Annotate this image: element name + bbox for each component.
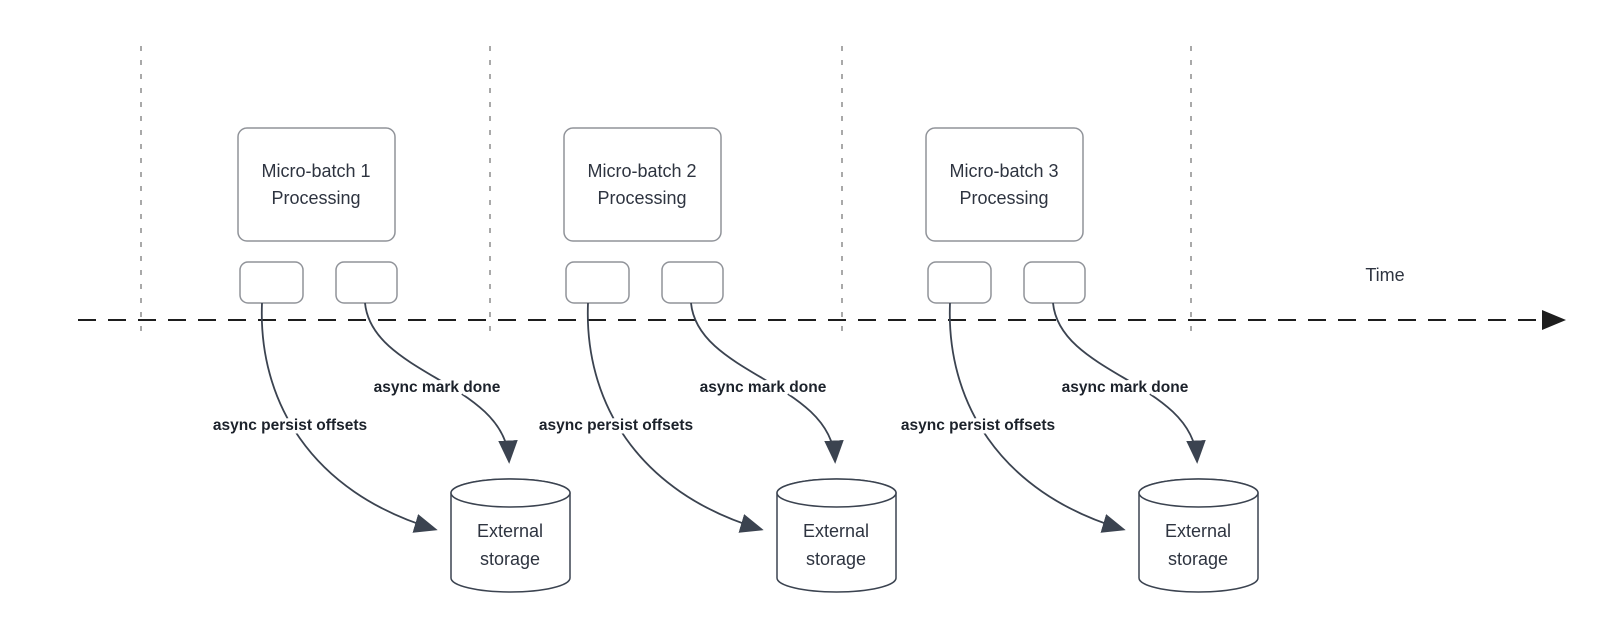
external-storage-subtitle: storage <box>806 549 866 569</box>
microbatch-box-title: Micro-batch 3 <box>949 161 1058 181</box>
mark-done-label: async mark done <box>700 379 827 396</box>
external-storage-title: External <box>803 521 869 541</box>
external-storage-subtitle: storage <box>1168 549 1228 569</box>
external-storage-cylinder: External storage <box>776 478 897 593</box>
microbatch-box-subtitle: Processing <box>597 188 686 208</box>
microbatch-box-title: Micro-batch 1 <box>261 161 370 181</box>
microbatch-group-1: Micro-batch 1 Processing async persist o… <box>209 127 571 593</box>
external-storage-cylinder: External storage <box>1138 478 1259 593</box>
mark-done-label: async mark done <box>374 379 501 396</box>
mark-done-task-box <box>661 261 724 304</box>
microbatch-box-subtitle: Processing <box>271 188 360 208</box>
persist-offsets-label: async persist offsets <box>539 417 693 434</box>
microbatch-box-subtitle: Processing <box>959 188 1048 208</box>
persist-offsets-task-box <box>565 261 630 304</box>
external-storage-title: External <box>1165 521 1231 541</box>
mark-done-arrow <box>1052 302 1206 464</box>
mark-done-task-box <box>335 261 398 304</box>
mark-done-task-box <box>1023 261 1086 304</box>
microbatch-box-title: Micro-batch 2 <box>587 161 696 181</box>
microbatch-processing-box <box>237 127 396 242</box>
mark-done-arrow <box>690 302 844 464</box>
microbatch-processing-box <box>925 127 1084 242</box>
mark-done-arrow <box>364 302 518 464</box>
external-storage-title: External <box>477 521 543 541</box>
persist-offsets-label: async persist offsets <box>901 417 1055 434</box>
persist-offsets-label: async persist offsets <box>213 417 367 434</box>
microbatch-processing-box <box>563 127 722 242</box>
persist-offsets-task-box <box>927 261 992 304</box>
persist-offsets-arrow <box>948 302 1126 533</box>
microbatch-group-2: Micro-batch 2 Processing async persist o… <box>535 127 897 593</box>
external-storage-cylinder: External storage <box>450 478 571 593</box>
microbatch-group-3: Micro-batch 3 Processing async persist o… <box>897 127 1259 593</box>
persist-offsets-arrow <box>586 302 764 533</box>
mark-done-label: async mark done <box>1062 379 1189 396</box>
persist-offsets-task-box <box>239 261 304 304</box>
persist-offsets-arrow <box>260 302 438 533</box>
external-storage-subtitle: storage <box>480 549 540 569</box>
time-axis-label: Time <box>1365 265 1404 285</box>
